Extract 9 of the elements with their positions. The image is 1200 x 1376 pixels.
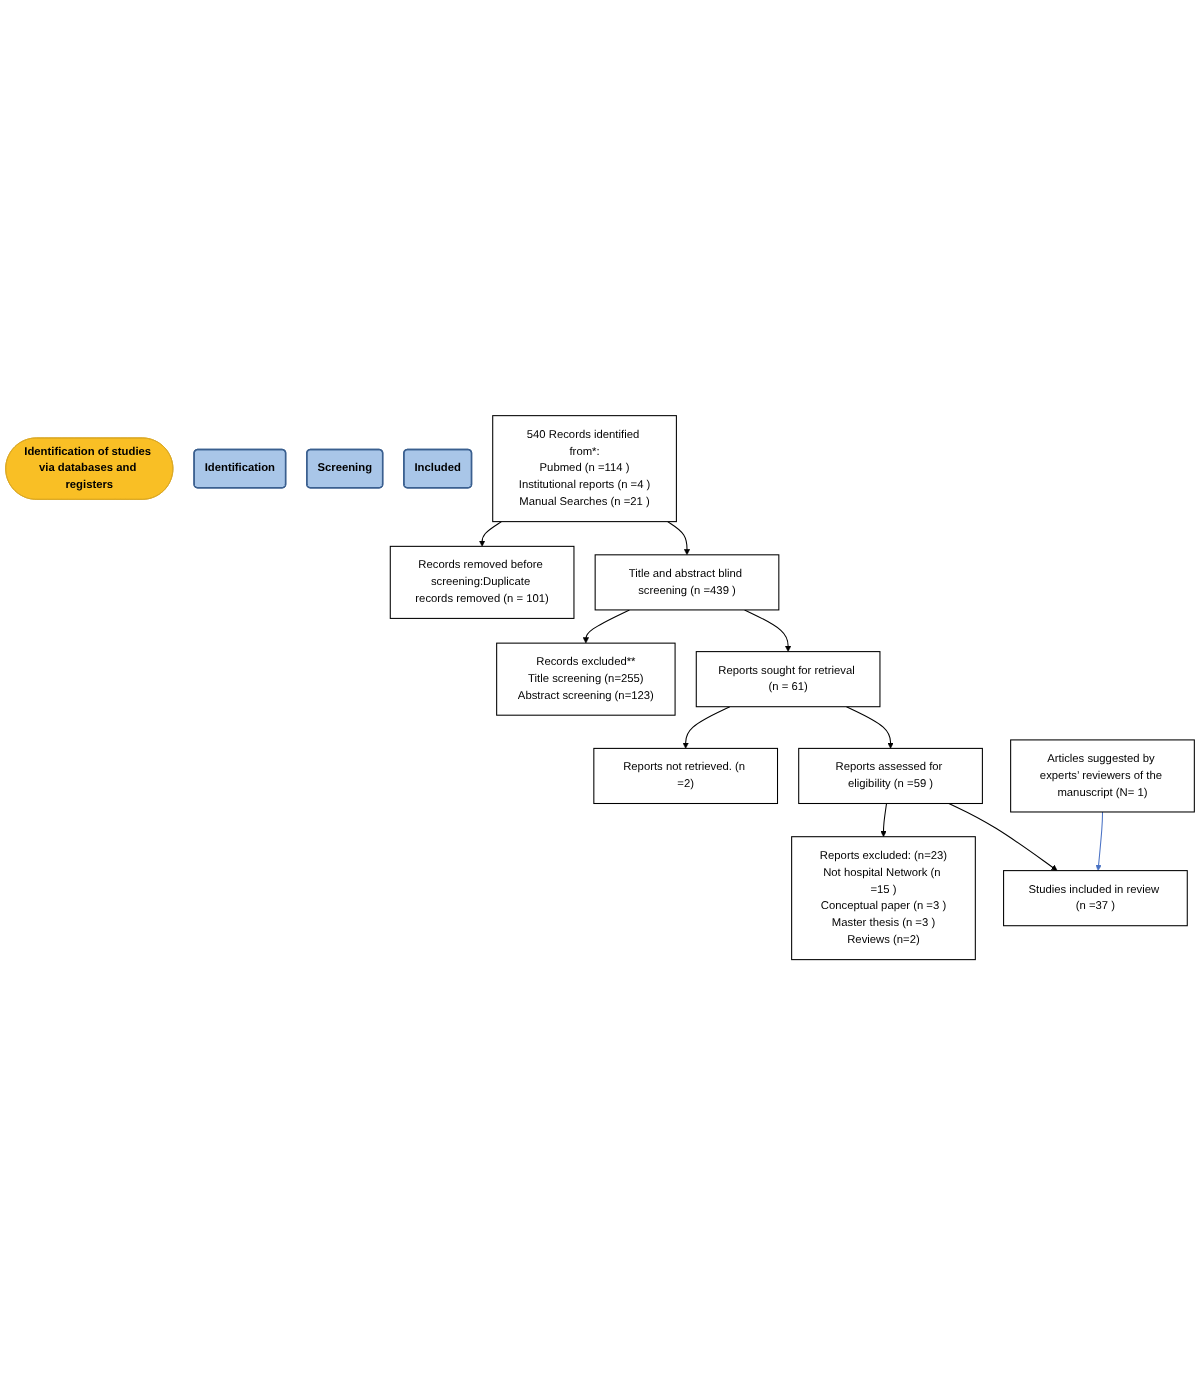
arrow [1095,811,1103,872]
arrow [582,609,630,644]
arrow [682,706,731,749]
arrow [845,706,894,749]
arrow [948,803,1058,872]
arrow [744,609,792,653]
arrow [479,521,503,547]
arrow [667,521,691,556]
arrow [880,803,888,838]
